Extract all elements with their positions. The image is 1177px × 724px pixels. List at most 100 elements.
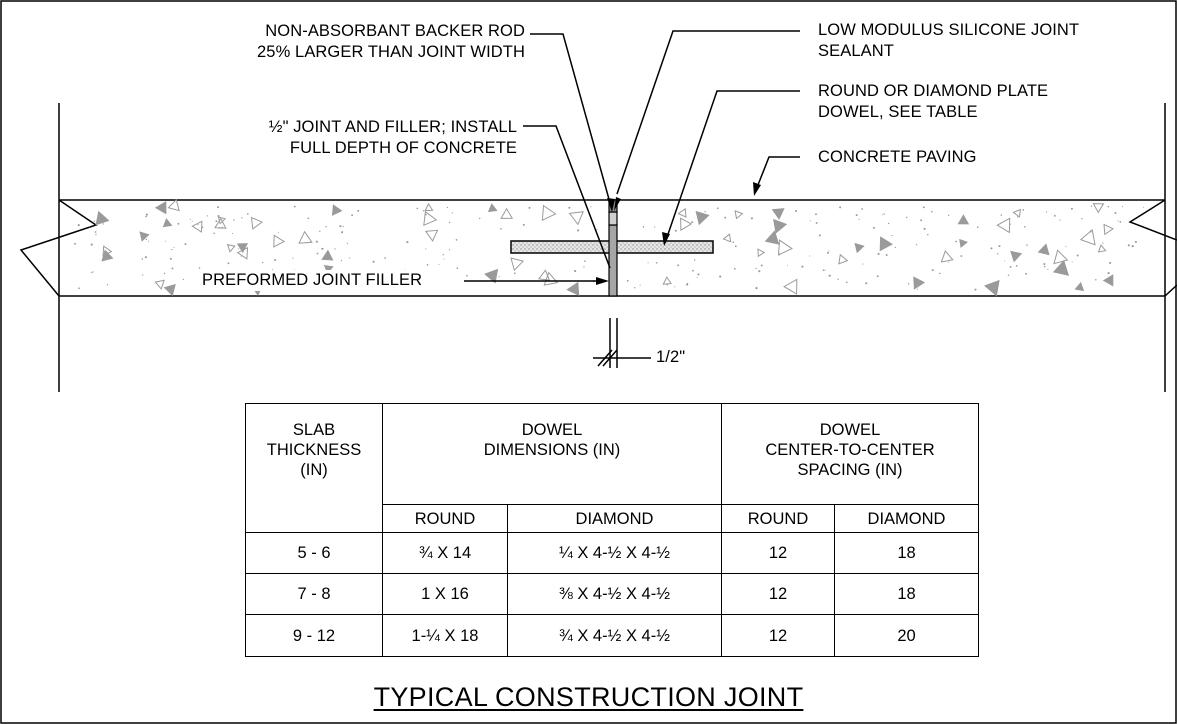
aggregate-speck: [724, 216, 727, 219]
table-row: 7 - 8 1 X 16 ⅜ X 4-½ X 4-½ 12 18: [245, 573, 979, 615]
aggregate-speck: [142, 274, 144, 276]
joint-filler: [608, 224, 618, 297]
aggregate-speck: [346, 242, 348, 244]
header-dowel-dimensions: DOWEL DIMENSIONS (IN): [382, 403, 722, 505]
aggregate-stone: [1010, 250, 1023, 263]
aggregate-speck: [576, 284, 579, 287]
leader-lines: [464, 30, 800, 282]
aggregate-speck: [321, 247, 324, 250]
concrete-aggregate: [74, 198, 1145, 297]
aggregate-speck: [293, 205, 296, 208]
aggregate-speck: [779, 211, 781, 213]
aggregate-speck: [1047, 268, 1049, 270]
aggregate-stone: [487, 203, 498, 213]
aggregate-speck: [90, 271, 92, 274]
aggregate-speck: [755, 267, 757, 270]
aggregate-speck: [634, 287, 636, 289]
aggregate-speck: [1102, 242, 1104, 244]
aggregate-speck: [171, 248, 173, 251]
aggregate-speck: [828, 250, 830, 252]
cell-sp-round: 12: [721, 573, 835, 615]
aggregate-speck: [855, 214, 858, 217]
aggregate-stone: [214, 217, 227, 229]
aggregate-stone: [1092, 203, 1105, 214]
aggregate-speck: [88, 226, 90, 228]
table-row: 5 - 6 ¾ X 14 ¼ X 4-½ X 4-½ 12 18: [245, 532, 979, 574]
aggregate-speck: [974, 288, 977, 291]
aggregate-stone: [154, 201, 167, 215]
aggregate-speck: [442, 254, 444, 256]
aggregate-stone: [957, 214, 970, 225]
aggregate-speck: [828, 274, 831, 277]
aggregate-speck: [93, 220, 96, 222]
aggregate-speck: [1076, 254, 1079, 257]
cell-sp-round: 12: [721, 532, 835, 574]
cell-dim-round: 1 X 16: [382, 573, 508, 615]
aggregate-stone: [1012, 208, 1022, 218]
aggregate-speck: [750, 217, 753, 220]
aggregate-speck: [1022, 209, 1025, 211]
aggregate-speck: [1059, 219, 1061, 221]
aggregate-speck: [818, 234, 821, 237]
aggregate-stone: [298, 230, 313, 244]
aggregate-speck: [446, 206, 449, 209]
aggregate-speck: [241, 217, 243, 219]
aggregate-speck: [164, 240, 166, 242]
aggregate-speck: [238, 248, 240, 250]
aggregate-speck: [77, 224, 80, 227]
cell-slab: 9 - 12: [245, 614, 383, 657]
aggregate-speck: [319, 230, 321, 233]
aggregate-speck: [686, 282, 689, 285]
aggregate-speck: [90, 243, 93, 246]
aggregate-speck: [221, 226, 224, 229]
aggregate-speck: [92, 271, 94, 273]
aggregate-stone: [167, 198, 180, 212]
label-preformed-filler: PREFORMED JOINT FILLER: [202, 270, 426, 291]
aggregate-speck: [1016, 216, 1019, 218]
aggregate-speck: [1090, 205, 1093, 207]
aggregate-speck: [845, 281, 848, 284]
aggregate-speck: [145, 215, 147, 218]
aggregate-speck: [778, 253, 781, 256]
aggregate-speck: [528, 206, 531, 209]
aggregate-speck: [733, 268, 736, 270]
aggregate-speck: [574, 270, 577, 273]
aggregate-stone: [734, 210, 744, 220]
aggregate-speck: [325, 225, 327, 228]
aggregate-speck: [674, 286, 676, 288]
aggregate-stone: [680, 217, 693, 232]
dimension-half-inch: [593, 318, 651, 368]
aggregate-speck: [786, 264, 788, 266]
aggregate-speck: [1000, 214, 1003, 216]
aggregate-stone: [162, 218, 173, 228]
aggregate-speck: [626, 279, 629, 282]
aggregate-stone: [217, 216, 227, 225]
aggregate-speck: [416, 207, 419, 210]
aggregate-speck: [839, 206, 842, 209]
aggregate-speck: [1127, 244, 1130, 247]
aggregate-stone: [139, 231, 150, 242]
aggregate-speck: [189, 218, 191, 220]
aggregate-speck: [1015, 265, 1018, 267]
aggregate-stone: [662, 276, 672, 285]
aggregate-speck: [809, 220, 811, 222]
aggregate-speck: [106, 284, 109, 286]
aggregate-speck: [815, 213, 817, 216]
aggregate-speck: [1043, 265, 1046, 268]
aggregate-stone: [996, 217, 1011, 234]
aggregate-speck: [500, 227, 502, 230]
aggregate-speck: [837, 278, 839, 281]
aggregate-speck: [948, 261, 950, 263]
aggregate-stone: [1079, 228, 1096, 246]
aggregate-stone: [1102, 274, 1114, 287]
cell-dim-round: ¾ X 14: [382, 532, 508, 574]
aggregate-speck: [583, 266, 585, 268]
aggregate-speck: [976, 226, 979, 229]
aggregate-speck: [272, 268, 274, 270]
aggregate-speck: [94, 231, 97, 233]
aggregate-stone: [764, 230, 780, 245]
aggregate-speck: [144, 256, 147, 259]
aggregate-stone: [984, 279, 1000, 297]
aggregate-speck: [342, 225, 344, 227]
